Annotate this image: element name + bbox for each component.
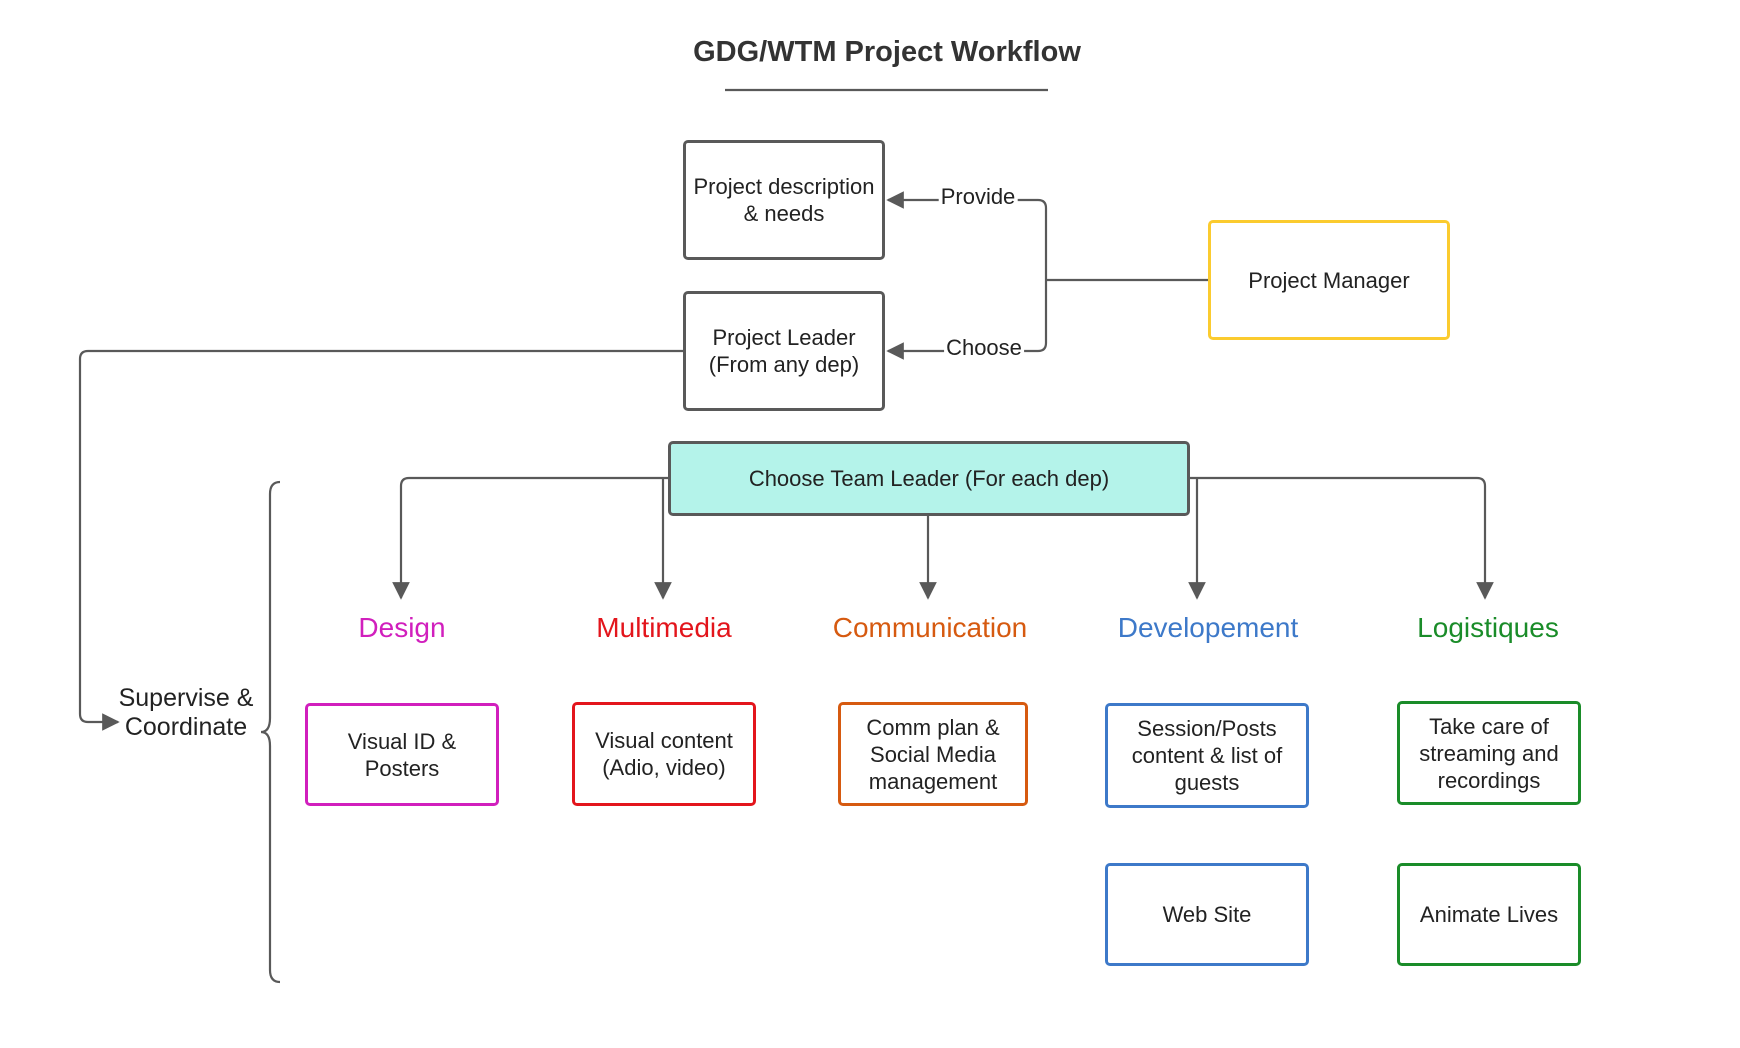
node-project-description[interactable]: Project description & needs — [683, 140, 885, 260]
edge-choose — [886, 280, 1048, 360]
dept-logistiques-heading: Logistiques — [1417, 612, 1559, 643]
task-developement-session-posts[interactable]: Session/Posts content & list of guests — [1105, 703, 1309, 808]
task-developement-web-site[interactable]: Web Site — [1105, 863, 1309, 966]
node-project-leader[interactable]: Project Leader (From any dep) — [683, 291, 885, 411]
task-multimedia-visual-content[interactable]: Visual content (Adio, video) — [572, 702, 756, 806]
edge-team-design — [392, 476, 668, 600]
edge-supervise — [78, 349, 683, 731]
edge-label-provide: Provide — [938, 184, 1018, 210]
task-logistiques-animate-lives[interactable]: Animate Lives — [1397, 863, 1581, 966]
diagram-title: GDG/WTM Project Workflow — [693, 36, 1081, 68]
edge-label-choose: Choose — [944, 335, 1024, 361]
edge-team-logistiques — [1190, 476, 1494, 600]
task-logistiques-streaming[interactable]: Take care of streaming and recordings — [1397, 701, 1581, 805]
node-team-leader[interactable]: Choose Team Leader (For each dep) — [668, 441, 1190, 516]
task-communication-comm-plan[interactable]: Comm plan & Social Media management — [838, 702, 1028, 806]
dept-multimedia-heading: Multimedia — [596, 612, 732, 643]
node-project-manager[interactable]: Project Manager — [1208, 220, 1450, 340]
dept-design-heading: Design — [358, 612, 446, 643]
dept-developement-heading: Developement — [1117, 612, 1299, 643]
dept-communication-heading: Communication — [832, 612, 1028, 643]
task-design-visual-id[interactable]: Visual ID & Posters — [305, 703, 499, 806]
edge-label-supervise: Supervise & Coordinate — [118, 684, 254, 741]
edge-provide — [886, 191, 1048, 280]
supervise-brace — [260, 480, 281, 984]
